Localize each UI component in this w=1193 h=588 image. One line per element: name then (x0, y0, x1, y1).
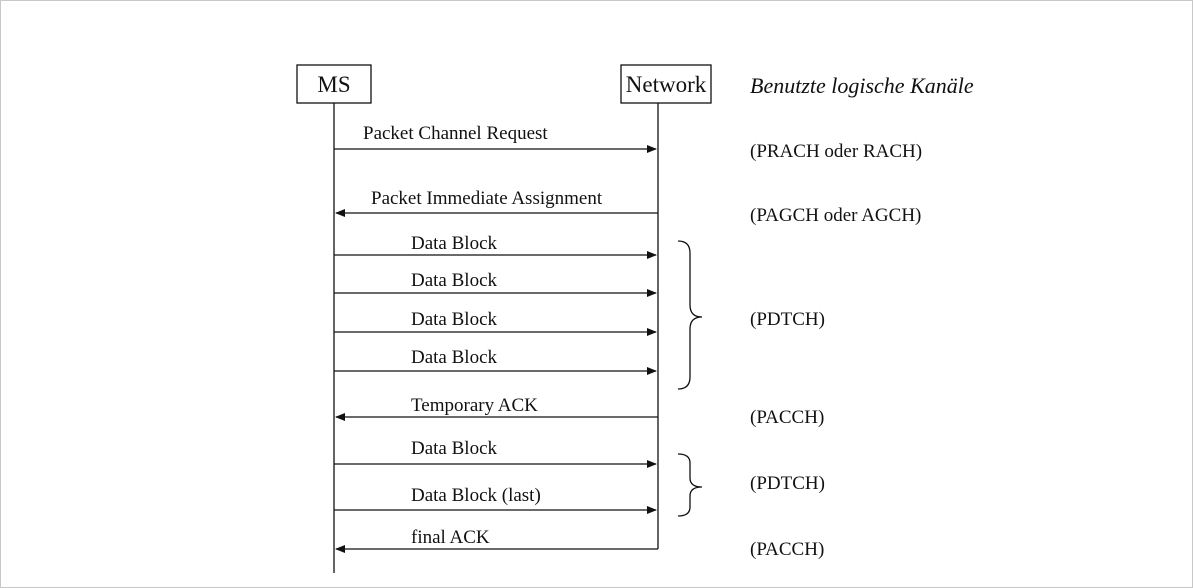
network-box (620, 64, 712, 104)
pdtch-brace (677, 453, 703, 517)
channel-label: (PACCH) (750, 539, 824, 560)
message-label: final ACK (411, 527, 490, 548)
pdtch-brace (677, 240, 703, 390)
channels-header: Benutzte logische Kanäle (750, 73, 974, 98)
channel-label: (PACCH) (750, 407, 824, 428)
message-label: Packet Immediate Assignment (371, 188, 603, 209)
network-label: Network (626, 72, 707, 97)
message-label: Data Block (last) (411, 485, 541, 506)
message-label: Data Block (411, 233, 498, 254)
channel-label: (PAGCH oder AGCH) (750, 205, 921, 226)
message-label: Data Block (411, 347, 498, 368)
ms-label: MS (317, 72, 350, 97)
channel-label: (PDTCH) (750, 473, 825, 494)
message-label: Data Block (411, 438, 498, 459)
message-label: Packet Channel Request (363, 123, 548, 144)
message-label: Data Block (411, 270, 498, 291)
channel-label: (PDTCH) (750, 309, 825, 330)
message-label: Temporary ACK (411, 395, 538, 416)
channel-label: (PRACH oder RACH) (750, 141, 922, 162)
message-label: Data Block (411, 309, 498, 330)
ms-box (296, 64, 372, 104)
